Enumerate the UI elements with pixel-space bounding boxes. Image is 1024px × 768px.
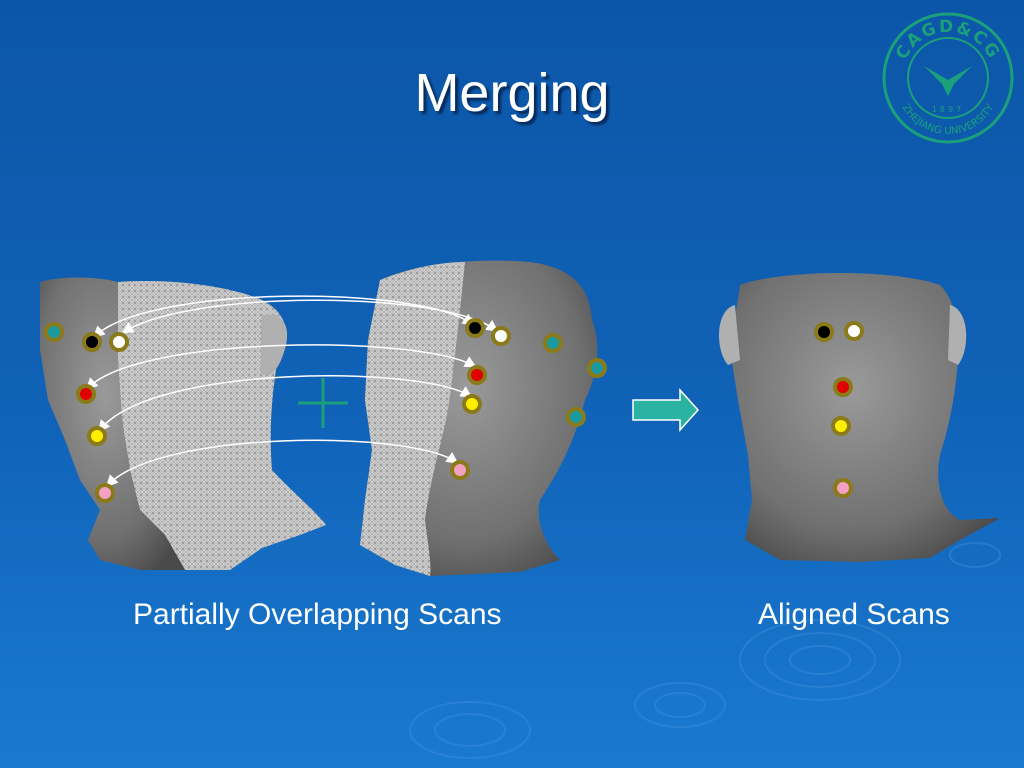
marker-pink bbox=[833, 478, 853, 498]
logo-year: 1897 bbox=[932, 105, 964, 114]
university-logo: CAGD&CG ZHEJIANG UNIVERSITY 1897 bbox=[882, 12, 1014, 144]
aligned-scan-ear-right bbox=[948, 305, 967, 365]
aligned-scan-face bbox=[730, 272, 1000, 562]
plus-icon bbox=[298, 378, 348, 428]
marker-black bbox=[814, 322, 834, 342]
correspondence-arrow bbox=[98, 375, 473, 433]
marker-yellow bbox=[831, 416, 851, 436]
marker-red bbox=[467, 365, 487, 385]
correspondence-arrow bbox=[105, 439, 459, 488]
marker-black bbox=[82, 332, 102, 352]
marker-white bbox=[491, 326, 511, 346]
caption-aligned-scans: Aligned Scans bbox=[758, 598, 950, 631]
marker-red bbox=[76, 384, 96, 404]
marker-teal bbox=[543, 333, 563, 353]
correspondence-arrow bbox=[121, 299, 499, 334]
marker-white bbox=[109, 332, 129, 352]
marker-white bbox=[844, 321, 864, 341]
marker-pink bbox=[95, 483, 115, 503]
landmark-markers bbox=[44, 318, 864, 503]
aligned-scan-head bbox=[718, 272, 1000, 562]
ripple-decoration bbox=[409, 542, 1001, 759]
left-scan-head bbox=[40, 277, 326, 570]
correspondence-arrows bbox=[85, 295, 499, 488]
left-scan-ear bbox=[260, 314, 288, 376]
right-arrow-icon bbox=[632, 388, 700, 432]
marker-red bbox=[833, 377, 853, 397]
caption-partial-scans: Partially Overlapping Scans bbox=[133, 598, 502, 631]
correspondence-arrow bbox=[85, 344, 477, 391]
marker-pink bbox=[450, 460, 470, 480]
marker-black bbox=[465, 318, 485, 338]
logo-top-text: CAGD&CG bbox=[892, 17, 1002, 63]
marker-teal bbox=[587, 358, 607, 378]
svg-text:CAGD&CG: CAGD&CG bbox=[892, 17, 1004, 63]
marker-teal bbox=[44, 322, 64, 342]
marker-yellow bbox=[462, 394, 482, 414]
middle-scan-head bbox=[360, 260, 598, 576]
marker-yellow bbox=[87, 426, 107, 446]
slide-title: Merging bbox=[414, 63, 610, 123]
marker-teal bbox=[566, 407, 586, 427]
aligned-scan-ear-left bbox=[718, 305, 740, 365]
eagle-emblem-icon bbox=[924, 66, 972, 96]
